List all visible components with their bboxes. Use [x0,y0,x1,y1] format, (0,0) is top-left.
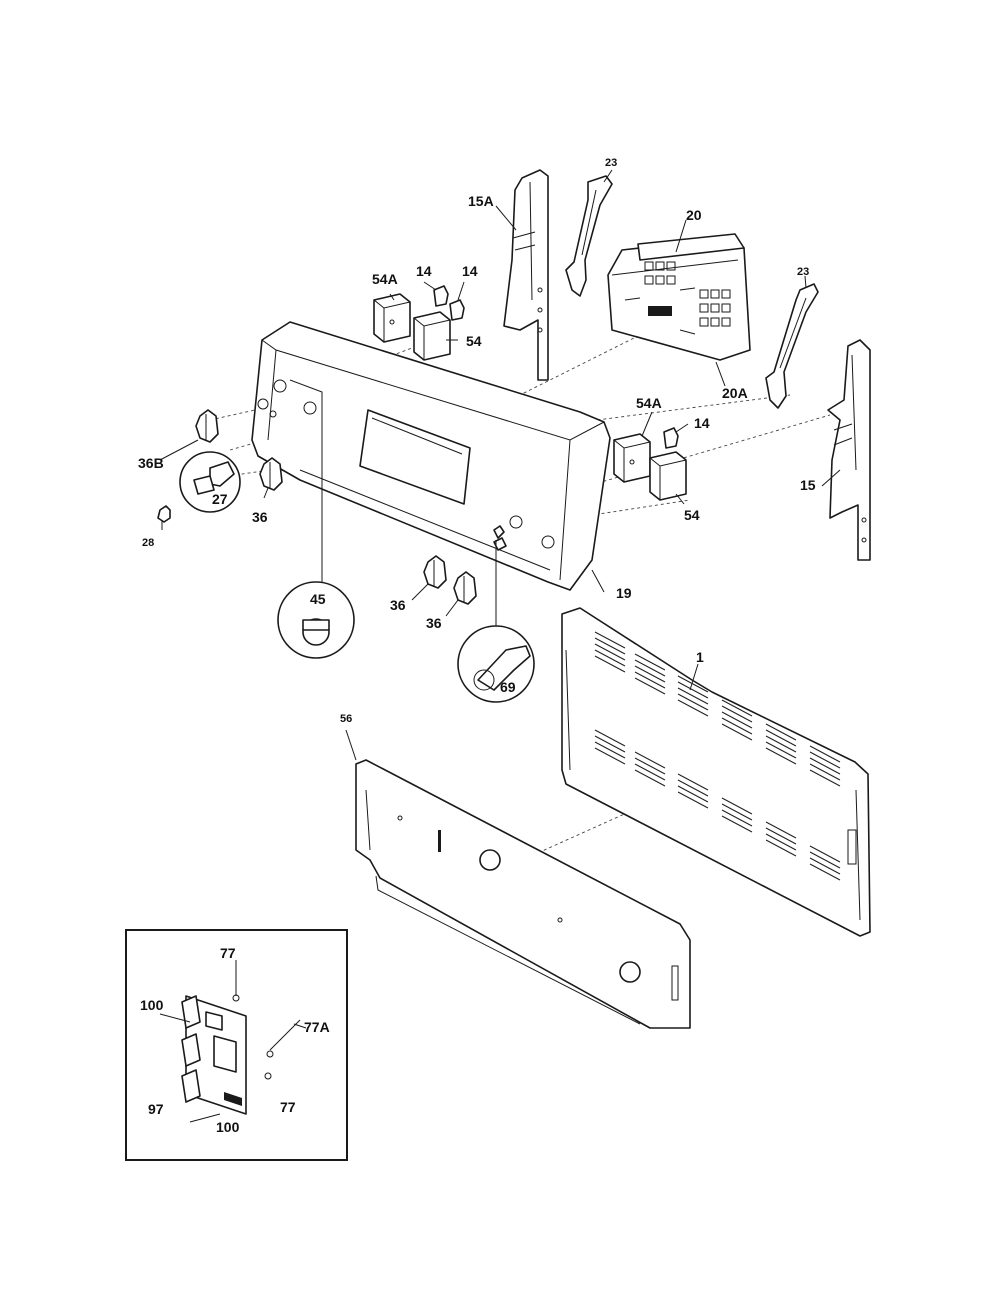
label-97: 97 [148,1101,164,1117]
label-27: 27 [212,491,228,507]
switches-top [373,285,465,361]
detail-circle-45 [277,379,355,659]
label-15: 15 [800,477,816,493]
label-77A: 77A [304,1019,330,1035]
clock-buttons [624,261,731,335]
knobs-middle [423,525,507,605]
side-bracket-15A [503,169,549,381]
side-bracket-15 [827,339,871,561]
back-panel-1 [561,607,871,937]
label-19: 19 [616,585,632,601]
label-54A-top: 54A [372,271,398,287]
clock-control-20 [607,233,751,361]
end-cap-23-upper [565,175,613,297]
label-54A-right: 54A [636,395,662,411]
label-69: 69 [500,679,516,695]
part-labels: 23 15A 20 23 54A 14 14 54 20A 36B 27 36 … [138,157,816,1135]
label-15A: 15A [468,193,494,209]
label-14-b: 14 [462,263,478,279]
label-23-right: 23 [797,266,809,278]
switches-right [613,427,687,501]
label-100-top: 100 [140,997,164,1013]
label-20A: 20A [722,385,748,401]
label-77-bottom: 77 [280,1099,296,1115]
label-14-a: 14 [416,263,432,279]
label-54-right: 54 [684,507,700,523]
label-36B: 36B [138,455,164,471]
end-cap-23-right [765,283,819,409]
vents [594,631,841,881]
label-56: 56 [340,713,352,725]
label-36-mid2: 36 [426,615,442,631]
inset-box-relay-board [125,929,348,1161]
label-23-upper: 23 [605,157,617,169]
knobs-left [157,409,283,523]
detail-circle-27 [179,451,241,513]
lower-panel-56 [355,759,691,1029]
control-panel-19 [251,321,611,591]
label-36-mid1: 36 [390,597,406,613]
detail-circle-69 [457,540,535,703]
label-77-top: 77 [220,945,236,961]
label-28: 28 [142,537,154,549]
leader-lines [159,169,841,761]
label-1: 1 [696,649,704,665]
label-36-left: 36 [252,509,268,525]
label-45: 45 [310,591,326,607]
label-100-bottom: 100 [216,1119,240,1135]
label-54-top: 54 [466,333,482,349]
label-14-right: 14 [694,415,710,431]
label-20: 20 [686,207,702,223]
